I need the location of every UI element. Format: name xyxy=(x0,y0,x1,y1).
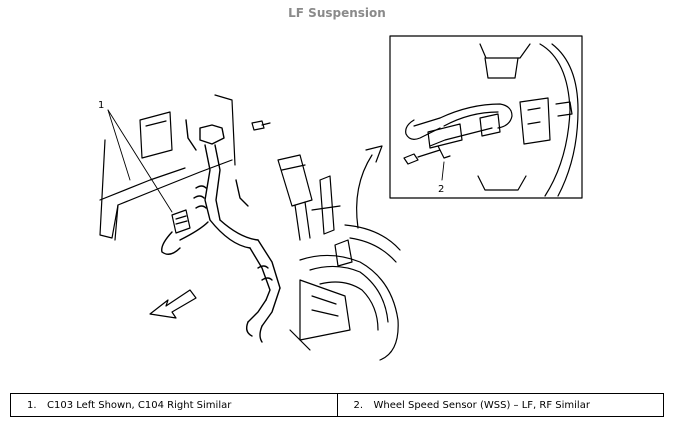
legend-number: 2. xyxy=(353,399,364,411)
legend-text: C103 Left Shown, C104 Right Similar xyxy=(47,399,232,411)
legend-row-2: 2. Wheel Speed Sensor (WSS) – LF, RF Sim… xyxy=(336,394,664,416)
connector-c103 xyxy=(171,209,191,234)
callout-1-leader xyxy=(107,109,173,213)
legend-row-1: 1. C103 Left Shown, C104 Right Similar xyxy=(11,394,337,416)
callout-2-leader xyxy=(441,161,445,181)
hub-rotor xyxy=(289,224,401,361)
body-panel xyxy=(99,94,236,241)
strut-assembly xyxy=(277,154,341,241)
legend-table: 1. C103 Left Shown, C104 Right Similar 2… xyxy=(10,393,664,417)
suspension-diagram: 1 2 xyxy=(98,35,583,361)
legend-text: Wheel Speed Sensor (WSS) – LF, RF Simila… xyxy=(373,399,590,411)
inset-wss-detail xyxy=(403,43,579,197)
wiring-harness xyxy=(161,119,281,343)
bolt xyxy=(251,120,271,131)
curved-arrow-icon xyxy=(356,145,383,229)
direction-arrow-icon xyxy=(149,289,197,319)
page-title: LF Suspension xyxy=(288,6,386,20)
inset-frame xyxy=(389,35,583,199)
callout-1-label: 1 xyxy=(98,100,104,111)
legend-number: 1. xyxy=(27,399,37,411)
callout-2-label: 2 xyxy=(438,184,444,195)
